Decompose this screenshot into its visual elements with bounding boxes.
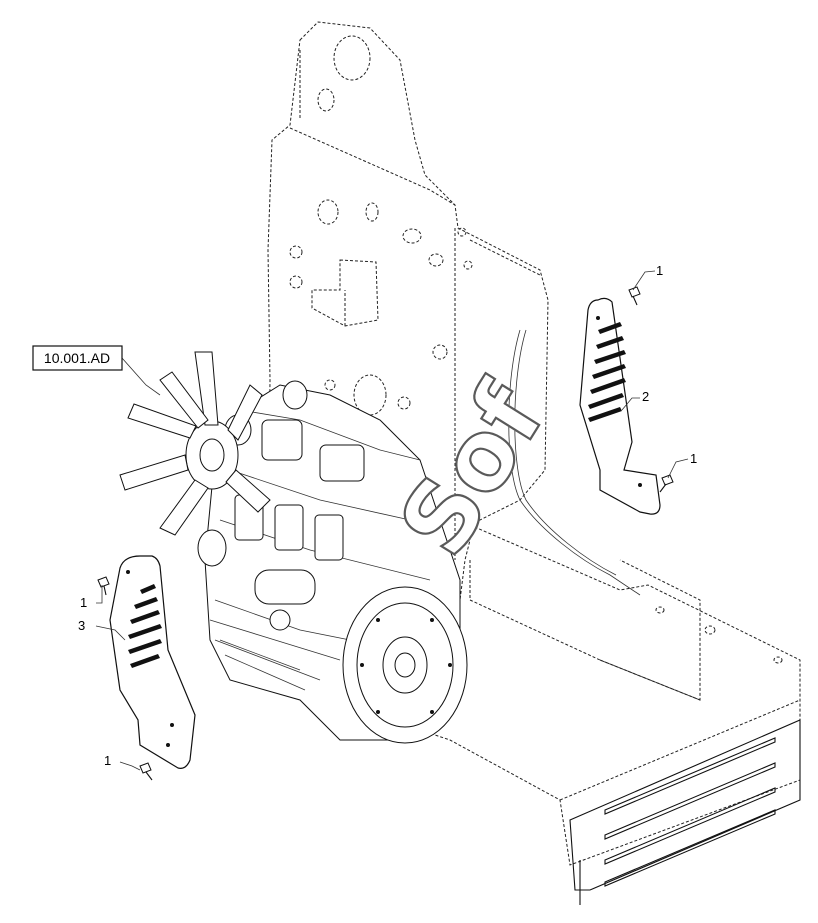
callout-1-left-bottom: 1 (104, 753, 111, 768)
bolts (97, 286, 674, 781)
bolt-mid-right (659, 474, 674, 493)
chassis-frame (267, 21, 801, 905)
callout-labels: 1 2 1 1 3 1 (78, 263, 697, 768)
leader-lines (95, 270, 689, 771)
callout-1-left-top: 1 (80, 595, 87, 610)
reference-label[interactable]: 10.001.AD (44, 350, 110, 366)
callout-1-mid-right: 1 (690, 451, 697, 466)
callout-2-right-panel: 2 (642, 389, 649, 404)
left-side-panel (109, 555, 196, 769)
right-panel-slots (588, 322, 626, 422)
bolt-left-top (97, 576, 110, 596)
reference-box[interactable]: 10.001.AD (32, 345, 123, 371)
left-panel-slots (128, 584, 162, 668)
bolt-left-bottom (139, 762, 153, 781)
bolt-top-right (628, 286, 641, 306)
right-side-panel (579, 297, 661, 515)
callout-3-left-panel: 3 (78, 618, 85, 633)
engine-assembly (197, 380, 468, 744)
cooling-fan (119, 351, 271, 536)
callout-1-top-right: 1 (656, 263, 663, 278)
